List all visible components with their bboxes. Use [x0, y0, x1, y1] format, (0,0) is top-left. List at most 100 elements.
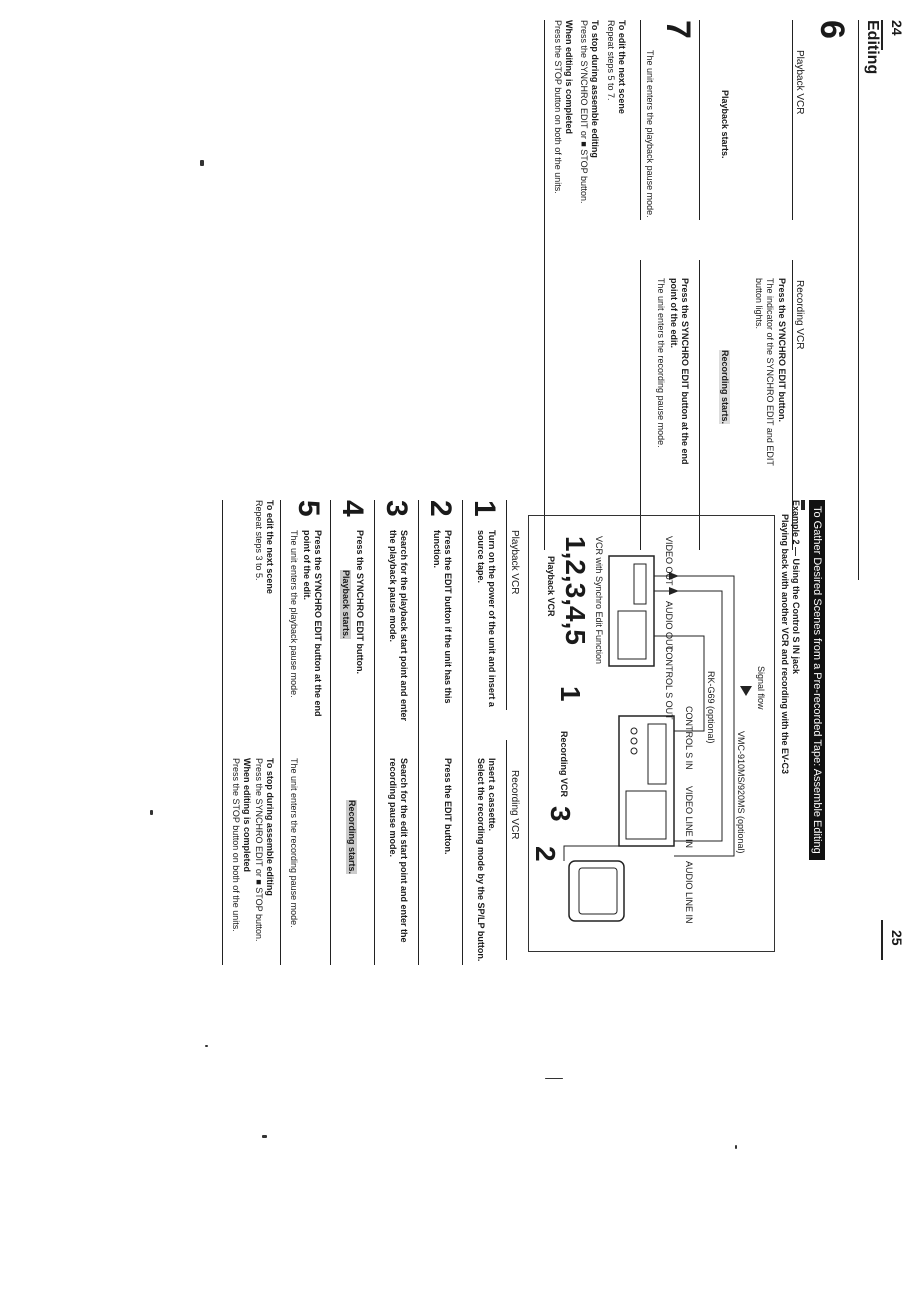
step-number: 4: [336, 500, 369, 517]
step-pb-line: point of the edit.: [302, 530, 312, 600]
note-next-text: Repeat steps 5 to 7.: [606, 20, 616, 101]
divider: [792, 20, 793, 220]
scan-speck: [545, 1078, 563, 1079]
recording-vcr-label: Recording VCR: [559, 731, 569, 798]
control-cable: [654, 635, 705, 732]
banner-marker: [801, 500, 805, 510]
step-pb-line: Search for the playback start point and …: [399, 530, 409, 722]
tv-shape: [568, 860, 625, 922]
step-number: 3: [380, 500, 413, 517]
col-playback-header: Playback VCR: [509, 530, 520, 595]
section-banner: To Gather Desired Scenes from a Pre-reco…: [809, 500, 825, 860]
scan-speck: [150, 810, 153, 815]
scan-speck: [200, 160, 204, 166]
callout-3: 3: [545, 806, 576, 822]
divider: [462, 500, 463, 965]
callout-1: 1: [555, 686, 586, 702]
page-number-24: 24: [889, 20, 905, 36]
page-rule: [881, 920, 883, 960]
step-pb-line: Press the SYNCHRO EDIT button.: [355, 530, 365, 675]
step-number: 5: [292, 500, 325, 517]
step-pb-line: Playback starts.: [340, 570, 351, 639]
step-rec-line: Press the EDIT button.: [443, 758, 453, 855]
note-done-text: Press the STOP button on both of the uni…: [553, 20, 563, 194]
step-rec-line: Search for the edit start point and ente…: [399, 758, 409, 943]
step-row-3: 3 Search for the playback start point an…: [375, 500, 415, 965]
step-pb-line: The unit enters the playback pause mode.: [289, 530, 299, 698]
note-stop-title: To stop during assemble editing: [590, 20, 600, 158]
step-pb-line: the playback pause mode.: [388, 530, 398, 643]
step-number: 1: [468, 500, 501, 517]
cable-rk-label: RK-G69 (optional): [706, 671, 716, 744]
step-7-recording-text: The unit enters the recording pause mode…: [656, 278, 666, 448]
example-title: Example 2 — Using the Control S IN jack: [791, 500, 801, 675]
note-stop-text: Press the SYNCHRO EDIT or ■ STOP button.: [579, 20, 589, 204]
step-pb-line: Turn on the power of the unit and insert…: [487, 530, 497, 707]
section-title: Editing: [864, 20, 881, 75]
step-row-5: 5 Press the SYNCHRO EDIT button at the e…: [283, 500, 327, 965]
divider: [280, 500, 281, 965]
step-6-recording-line1: The indicator of the SYNCHRO EDIT and ED…: [765, 278, 775, 466]
step-7-recording-head1: Press the SYNCHRO EDIT button at the end: [680, 278, 690, 465]
step-rec-line: The unit enters the recording pause mode…: [289, 758, 299, 928]
scan-speck: [735, 1145, 737, 1149]
step-pb-line: source tape.: [476, 530, 486, 584]
note-done-title: When editing is completed: [242, 758, 252, 873]
step-6-recording-title: Recording VCR: [794, 280, 805, 350]
step-row-2: 2 Press the EDIT button if the unit has …: [419, 500, 459, 965]
note-done-title: When editing is completed: [564, 20, 574, 135]
step-pb-line: Press the EDIT button if the unit has th…: [443, 530, 453, 704]
col-recording-header: Recording VCR: [509, 770, 520, 840]
step-6-recording-note: Recording starts.: [719, 350, 730, 425]
step-pb-line: function.: [432, 530, 442, 568]
note-next-text: Repeat steps 3 to 5.: [254, 500, 264, 581]
tv-cable: [563, 845, 619, 861]
page-24: 24 Editing 6 Playback VCR Playback start…: [465, 20, 905, 580]
note-next-title: To edit the next scene: [617, 20, 627, 114]
note-done-text: Press the STOP button on both of the uni…: [231, 758, 241, 932]
recording-vcr-shape: [618, 715, 675, 847]
title-rule: [858, 20, 859, 580]
example-subtitle: Playing back with another VCR and record…: [780, 514, 790, 775]
playback-vcr-label: Playback VCR: [546, 556, 556, 617]
step-6-number: 6: [813, 20, 851, 39]
scan-speck: [205, 1045, 208, 1047]
note-stop-text: Press the SYNCHRO EDIT or ■ STOP button.: [254, 758, 264, 942]
divider: [330, 500, 331, 965]
playback-steps-callout: 1,2,3,4,5: [560, 536, 591, 645]
diagram-lines: [563, 555, 752, 922]
divider: [418, 500, 419, 965]
step-rec-line: Recording starts.: [346, 800, 357, 875]
step-6-playback-text: Playback starts.: [720, 90, 730, 159]
audio-line-in-label: AUDIO LINE IN: [684, 861, 694, 924]
connection-diagram: Signal flow VMC-910MS/920MS (optional) R…: [528, 515, 775, 952]
cable-vmc-label: VMC-910MS/920MS (optional): [736, 731, 746, 854]
note-next-title: To edit the next scene: [265, 500, 275, 594]
step-7-playback-text: The unit enters the playback pause mode.: [645, 50, 655, 218]
page-number-25: 25: [889, 930, 905, 946]
divider: [506, 740, 507, 960]
step-pb-line: Press the SYNCHRO EDIT button at the end: [313, 530, 323, 717]
note-stop-title: To stop during assemble editing: [265, 758, 275, 896]
page-25: 25 To Gather Desired Scenes from a Pre-r…: [220, 500, 905, 965]
video-cable: [654, 575, 735, 857]
playback-vcr-shape: [608, 555, 655, 667]
signal-arrow: [740, 686, 752, 696]
divider: [222, 500, 223, 965]
video-line-in-label: VIDEO LINE IN: [684, 786, 694, 849]
control-s-in-label: CONTROL S IN: [684, 706, 694, 770]
divider: [699, 20, 700, 220]
step-rec-line: recording pause mode.: [388, 758, 398, 858]
callout-2: 2: [530, 846, 561, 862]
divider: [544, 20, 545, 550]
step-6-recording-head: Press the SYNCHRO EDIT button.: [777, 278, 787, 423]
audio-cable: [654, 590, 723, 842]
video-out-label: VIDEO OUT: [664, 536, 674, 586]
step-rec-line: Select the recording mode by the SP/LP b…: [476, 758, 486, 962]
step-7-number: 7: [659, 20, 697, 39]
audio-out-label: AUDIO OUT: [664, 601, 674, 652]
control-s-out-label: CONTROL S OUT: [664, 646, 674, 720]
divider: [374, 500, 375, 965]
divider: [506, 500, 507, 710]
step-6-recording-line2: button lights.: [754, 278, 764, 330]
